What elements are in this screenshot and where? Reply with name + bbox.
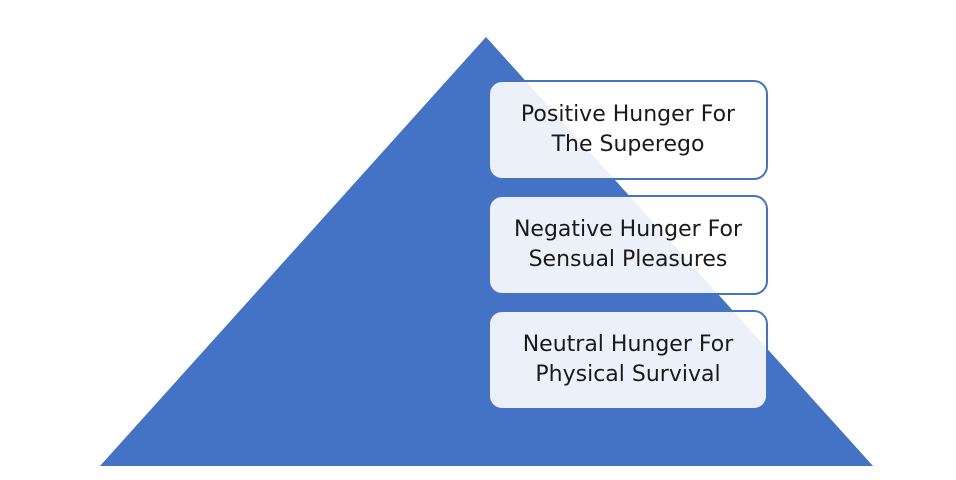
level-middle-line-2: Sensual Pleasures — [528, 247, 728, 272]
level-box-top: Positive Hunger For The Superego — [488, 80, 768, 180]
level-top-line-1: Positive Hunger For — [520, 102, 736, 127]
level-bottom-line-2: Physical Survival — [535, 362, 721, 387]
level-bottom-line-1: Neutral Hunger For — [522, 332, 734, 357]
level-middle-line-1: Negative Hunger For — [513, 217, 743, 242]
level-box-bottom: Neutral Hunger For Physical Survival — [488, 310, 768, 410]
level-text-bottom: Neutral Hunger For Physical Survival — [523, 330, 734, 390]
level-top-line-2: The Superego — [551, 132, 705, 157]
level-text-top: Positive Hunger For The Superego — [521, 100, 735, 160]
level-box-middle: Negative Hunger For Sensual Pleasures — [488, 195, 768, 295]
level-text-middle: Negative Hunger For Sensual Pleasures — [514, 215, 742, 275]
